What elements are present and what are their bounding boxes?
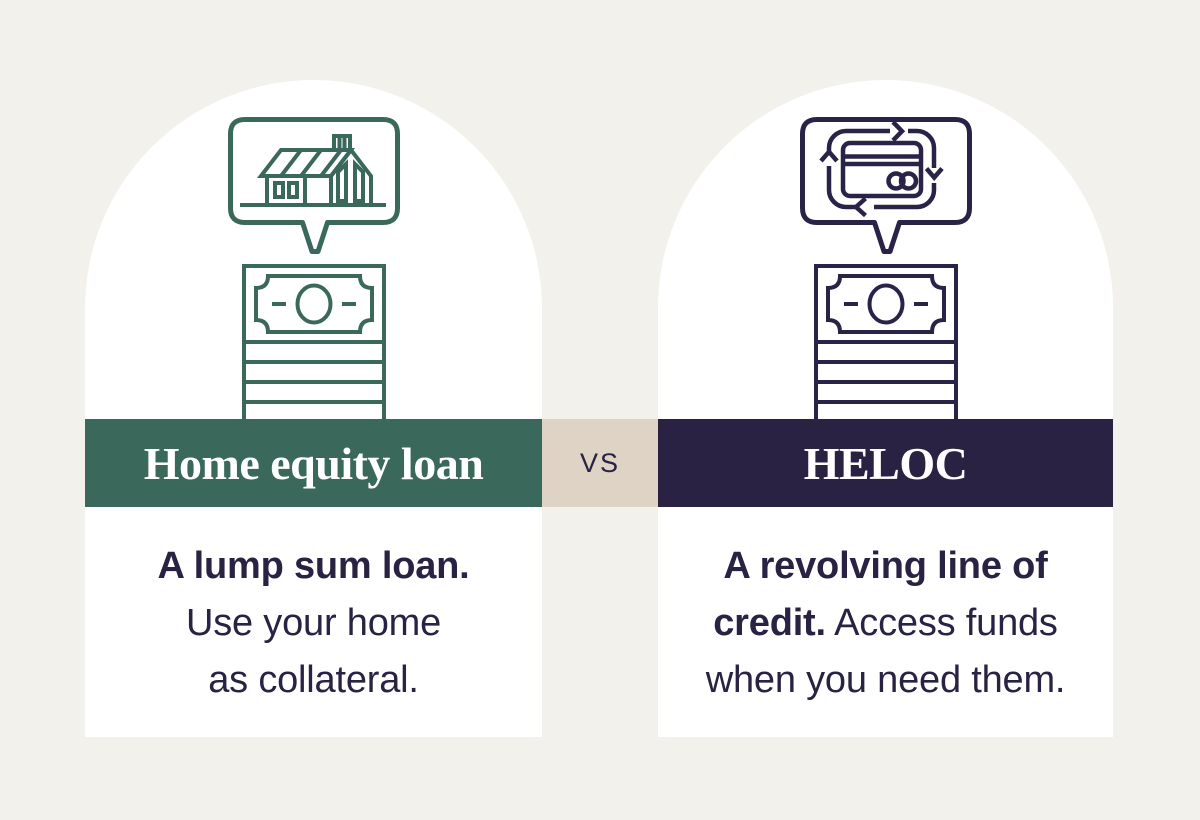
home-equity-loan-title: Home equity loan [143, 437, 484, 489]
description-line: as collateral. [208, 659, 419, 701]
home-equity-loan-banner: Home equity loan [85, 419, 542, 507]
description-line: A revolving line of [658, 538, 1113, 595]
description-lead: A lump sum loan. [157, 545, 470, 587]
title-banner-row: Home equity loan VS HELOC [85, 419, 1113, 507]
heloc-card: A revolving line of credit. Access funds… [658, 80, 1113, 737]
description-line: A lump sum loan. [85, 538, 542, 595]
vs-label: VS [579, 447, 621, 478]
home-equity-loan-card: A lump sum loan. Use your home as collat… [85, 80, 542, 737]
description-line: Use your home [185, 602, 442, 644]
heloc-description: A revolving line of credit. Access funds… [658, 538, 1113, 709]
house-speech-bubble-icon [227, 117, 400, 254]
description-text: Access funds [834, 602, 1058, 644]
credit-card-refresh-icon [799, 117, 972, 254]
home-equity-loan-description: A lump sum loan. Use your home as collat… [85, 538, 542, 709]
description-line: when you need them. [705, 659, 1066, 701]
heloc-title: HELOC [803, 437, 968, 489]
money-stack-icon [813, 264, 958, 419]
money-stack-icon [241, 264, 386, 419]
description-lead: credit. [713, 602, 826, 644]
description-line: credit. Access funds [658, 595, 1113, 652]
heloc-banner: HELOC [658, 419, 1113, 507]
description-lead: A revolving line of [723, 545, 1048, 587]
vs-badge: VS [542, 419, 658, 507]
